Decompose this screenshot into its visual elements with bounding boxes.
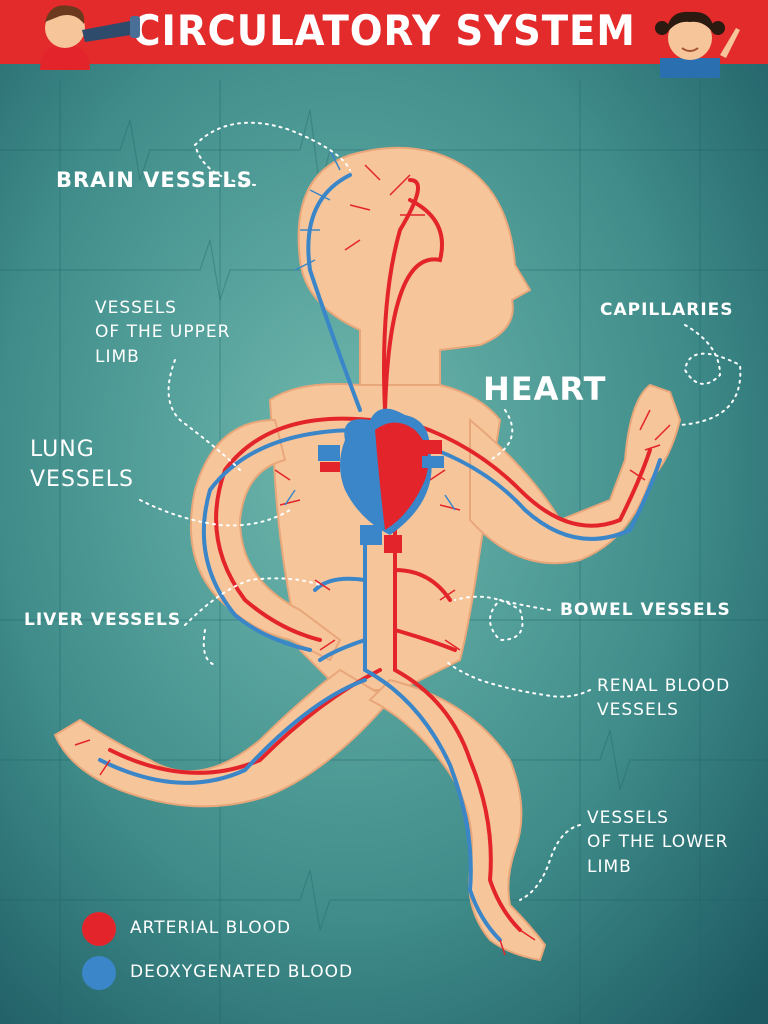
label-upper-limb-line3: LIMB xyxy=(95,346,140,367)
legend-arterial-label: ARTERIAL BLOOD xyxy=(130,918,292,938)
label-renal-vessels: RENAL BLOOD VESSELS xyxy=(597,676,730,721)
label-lung-vessels: LUNG VESSELS xyxy=(30,437,134,494)
label-liver-vessels: LIVER VESSELS xyxy=(24,610,182,630)
label-heart: HEART xyxy=(483,370,607,408)
label-brain-vessels: BRAIN VESSELS xyxy=(56,168,253,192)
label-lung-line1: LUNG xyxy=(30,437,95,462)
venous-vessels xyxy=(98,173,662,942)
page-title: CIRCULATORY SYSTEM xyxy=(132,6,636,55)
label-bowel-vessels: BOWEL VESSELS xyxy=(560,600,731,620)
label-lower-limb-line3: LIMB xyxy=(587,856,632,877)
heart-icon xyxy=(318,408,444,553)
label-lower-limb-line1: VESSELS xyxy=(587,808,669,828)
legend-deoxygenated-label: DEOXYGENATED BLOOD xyxy=(130,962,354,982)
capillary-branches xyxy=(74,149,671,956)
arterial-vessels xyxy=(108,178,652,932)
label-lower-limb-line2: OF THE LOWER xyxy=(587,832,729,853)
boy-with-telescope-icon xyxy=(40,5,140,70)
label-renal-line2: VESSELS xyxy=(597,700,679,721)
girl-waving-icon xyxy=(655,11,740,78)
leader-lines xyxy=(139,121,742,901)
label-lung-line2: VESSELS xyxy=(30,467,135,493)
label-lower-limb: VESSELS OF THE LOWER LIMB xyxy=(587,808,728,877)
label-renal-line1: RENAL BLOOD xyxy=(597,676,731,696)
label-capillaries: CAPILLARIES xyxy=(600,300,734,320)
label-upper-limb: VESSELS OF THE UPPER LIMB xyxy=(95,298,230,367)
legend-arterial-swatch xyxy=(82,912,116,946)
label-upper-limb-line2: OF THE UPPER xyxy=(95,322,231,343)
legend-deoxygenated-swatch xyxy=(82,956,116,990)
label-upper-limb-line1: VESSELS xyxy=(95,298,177,318)
